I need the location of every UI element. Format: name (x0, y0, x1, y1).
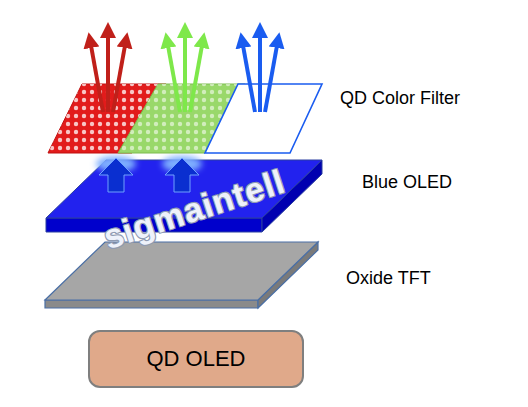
layer-label: Oxide TFT (346, 268, 431, 289)
box-title: QD OLED (146, 346, 245, 372)
emitted-light-arrows (90, 30, 278, 112)
layer-label: QD Color Filter (340, 88, 460, 109)
layer-label: Blue OLED (362, 172, 452, 193)
blue-light-arrows (96, 156, 202, 192)
title-box: QD OLED (88, 330, 304, 388)
oxide-tft-layer (45, 242, 318, 308)
